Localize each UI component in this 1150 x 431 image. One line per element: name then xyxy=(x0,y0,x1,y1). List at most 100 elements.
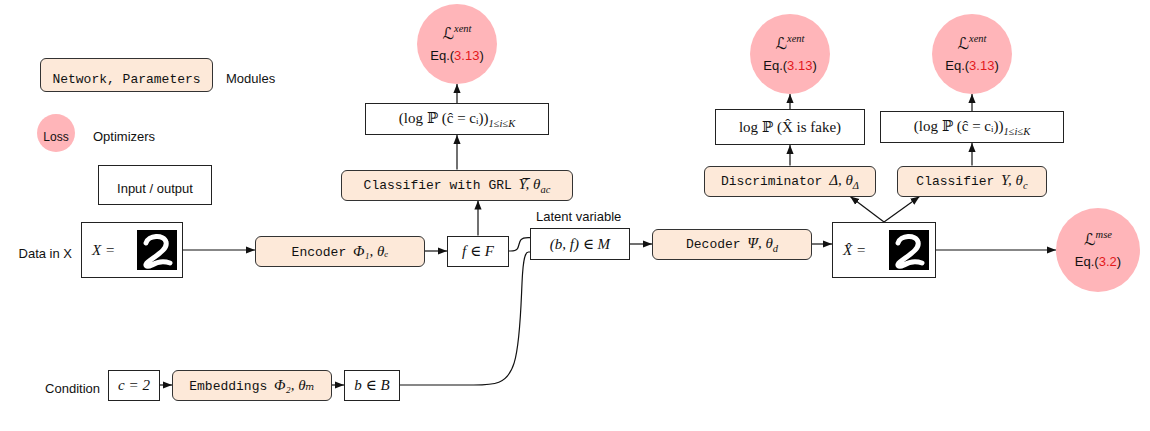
node-label: Decoder xyxy=(686,237,741,252)
node-label: b ∈ B xyxy=(354,377,389,393)
node-label: f ∈ F xyxy=(462,243,494,259)
embeddings-module: Embeddings Φ₂, θₘ xyxy=(172,370,332,401)
node-label: Discriminator xyxy=(721,174,822,189)
legend-text: Optimizers xyxy=(93,129,155,144)
text-line: (log ℙ (ĉ = cᵢ))1≤i≤K xyxy=(914,116,1030,139)
node-label: Υ, θ xyxy=(1001,172,1023,188)
node-text: log ℙ (X̂ is fake) xyxy=(739,117,841,138)
merge-connector xyxy=(400,252,530,385)
discriminator-module: DiscriminatorΔ, θΔ xyxy=(704,166,876,197)
node-label: (log ℙ (ĉ = cᵢ)) xyxy=(399,110,489,126)
decoder-module: DecoderΨ, θd xyxy=(652,229,812,260)
arrow-connector xyxy=(971,94,972,111)
arrow-connector xyxy=(332,384,344,385)
text-line: log ℙ (X̂ is fake) xyxy=(739,117,841,138)
output-image-box: X̂ = xyxy=(832,222,936,278)
arrow-connector xyxy=(456,84,457,103)
text-line: Eq.(3.13) xyxy=(430,45,484,66)
node-label: 3.2 xyxy=(1099,254,1117,269)
arrow-connector xyxy=(850,197,884,223)
text-line: ℒxent xyxy=(945,32,999,55)
legend-sample-text: Network, Parameters xyxy=(52,68,200,88)
node-text: Classifier Υ, θc xyxy=(916,170,1027,193)
image-ground xyxy=(889,230,929,270)
arrow-connector xyxy=(477,201,478,236)
node-text: (log ℙ (ĉ = cᵢ))1≤i≤K xyxy=(914,116,1030,139)
text-line: EncoderΦ₁, θₑ xyxy=(292,241,389,262)
feature-box: f ∈ F xyxy=(447,236,509,267)
legend-entry: Input / output xyxy=(117,178,193,197)
arrow-connector xyxy=(630,243,652,244)
node-text: EncoderΦ₁, θₑ xyxy=(292,241,389,262)
adversarial-classifier-module: Classifier with GRLΥ̅, θac xyxy=(341,170,573,201)
text-line: ℒmse xyxy=(1075,228,1121,251)
legend-sample-text: Loss xyxy=(43,126,68,145)
node-label: ) xyxy=(994,58,998,73)
classifier-module: Classifier Υ, θc xyxy=(897,166,1047,197)
node-label: Embeddings xyxy=(189,379,267,394)
text-line: c = 2 xyxy=(118,375,150,396)
node-label: (log ℙ (ĉ = cᵢ)) xyxy=(914,118,1004,134)
node-label: Eq.( xyxy=(430,48,454,63)
arrow-connector xyxy=(936,249,1056,250)
node-text: X̂ = xyxy=(843,240,866,261)
label-text: Loss xyxy=(43,130,68,144)
row-label: Data in X xyxy=(19,243,72,262)
node-text: Classifier with GRLΥ̅, θac xyxy=(364,174,551,197)
latent-box: Latent variable(b, f) ∈ M xyxy=(530,228,630,260)
node-label: ) xyxy=(812,58,816,73)
condition-box: c = 2 xyxy=(108,370,160,401)
node-label: Encoder xyxy=(292,245,347,260)
node-label: X = xyxy=(92,242,115,258)
arrow-connector xyxy=(884,197,920,223)
encoder-module: EncoderΦ₁, θₑ xyxy=(255,236,425,267)
node-text: b ∈ B xyxy=(354,375,389,396)
node-text: ℒmseEq.(3.2) xyxy=(1075,228,1121,272)
input-image-box: X = xyxy=(81,222,183,278)
node-label: 1≤i≤K xyxy=(1003,126,1030,137)
text-line: Eq.(3.13) xyxy=(945,55,999,76)
node-label: Classifier xyxy=(916,174,994,189)
node-text: c = 2 xyxy=(118,375,150,396)
legend-text: Modules xyxy=(226,71,275,86)
label-text: Data in X xyxy=(19,246,72,261)
node-text: Embeddings Φ₂, θₘ xyxy=(189,375,314,396)
label-text: Network, Parameters xyxy=(52,72,200,87)
node-label: ℒ xyxy=(775,34,787,53)
text-line: Classifier Υ, θc xyxy=(916,170,1027,193)
node-label: ac xyxy=(540,184,550,195)
node-label: c xyxy=(1023,180,1028,191)
node-label: Eq.( xyxy=(763,58,787,73)
arrow-connector xyxy=(789,145,790,166)
node-text: ℒxentEq.(3.13) xyxy=(945,32,999,76)
text-line: Eq.(3.13) xyxy=(763,55,817,76)
output-box: (log ℙ (ĉ = cᵢ))1≤i≤K xyxy=(880,111,1064,143)
node-text: ℒxentEq.(3.13) xyxy=(763,32,817,76)
node-text: DiscriminatorΔ, θΔ xyxy=(721,170,859,193)
output-box: log ℙ (X̂ is fake) xyxy=(715,109,865,145)
node-label: xent xyxy=(787,33,805,44)
node-label: log ℙ (X̂ is fake) xyxy=(739,119,841,135)
digit-image xyxy=(889,230,929,270)
node-label: ) xyxy=(1117,254,1121,269)
legend-entry: Optimizers xyxy=(93,126,155,145)
legend-entry: Modules xyxy=(226,68,275,87)
label-text: Condition xyxy=(45,381,100,396)
node-label: ℒ xyxy=(957,34,969,53)
node-text: f ∈ F xyxy=(462,241,494,262)
node-label: Eq.( xyxy=(1075,254,1099,269)
node-label: ) xyxy=(479,48,483,63)
node-label: Φ₂, θₘ xyxy=(274,377,315,393)
text-line: Eq.(3.2) xyxy=(1075,251,1121,272)
text-line: X = xyxy=(92,240,115,261)
heading-text: Latent variable xyxy=(536,209,621,224)
text-line: Classifier with GRLΥ̅, θac xyxy=(364,174,551,197)
node-label: 1≤i≤K xyxy=(488,118,515,129)
text-line: b ∈ B xyxy=(354,375,389,396)
arrow-connector xyxy=(456,135,457,170)
node-text: X = xyxy=(92,240,115,261)
text-line: ℒxent xyxy=(763,32,817,55)
node-label: Δ, θ xyxy=(829,172,853,188)
